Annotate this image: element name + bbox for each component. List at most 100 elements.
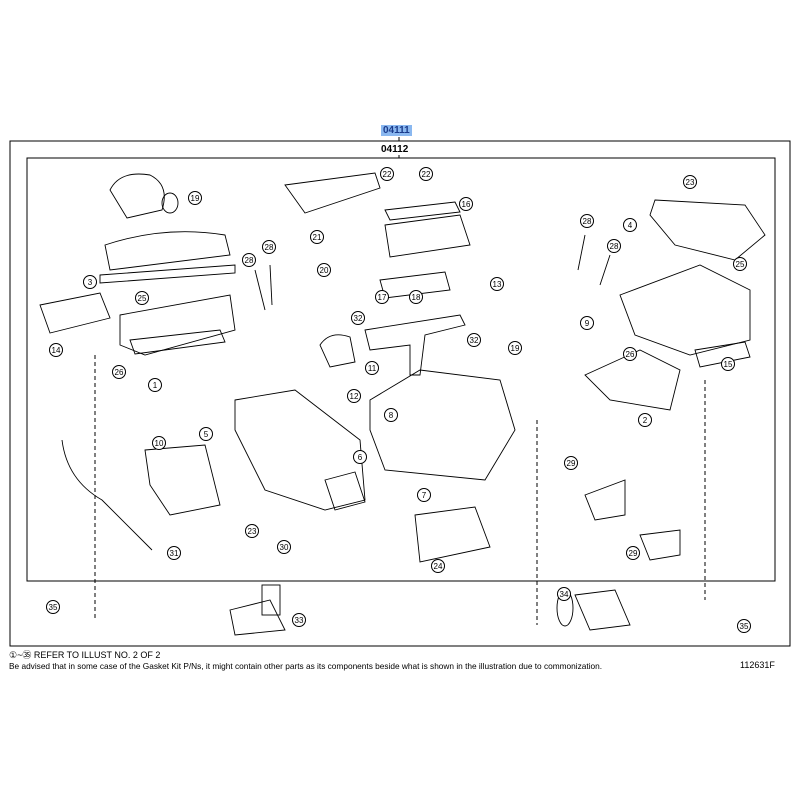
callout-28[interactable]: 28 bbox=[262, 240, 276, 254]
callout-17[interactable]: 17 bbox=[375, 290, 389, 304]
callout-2[interactable]: 2 bbox=[638, 413, 652, 427]
callout-18[interactable]: 18 bbox=[409, 290, 423, 304]
callout-24[interactable]: 24 bbox=[431, 559, 445, 573]
callout-32[interactable]: 32 bbox=[351, 311, 365, 325]
callout-16[interactable]: 16 bbox=[459, 197, 473, 211]
callout-1[interactable]: 1 bbox=[148, 378, 162, 392]
callout-33[interactable]: 33 bbox=[292, 613, 306, 627]
callout-number: 29 bbox=[567, 459, 576, 468]
callout-circle bbox=[242, 253, 256, 267]
callout-15[interactable]: 15 bbox=[721, 357, 735, 371]
callout-number: 7 bbox=[422, 491, 427, 500]
callout-number: 35 bbox=[740, 622, 749, 631]
callout-7[interactable]: 7 bbox=[417, 488, 431, 502]
callout-28[interactable]: 28 bbox=[580, 214, 594, 228]
callout-number: 15 bbox=[724, 360, 733, 369]
callout-circle bbox=[580, 316, 594, 330]
callout-5[interactable]: 5 bbox=[199, 427, 213, 441]
callout-12[interactable]: 12 bbox=[347, 389, 361, 403]
callout-25[interactable]: 25 bbox=[733, 257, 747, 271]
sub-kit-part-number[interactable]: 04112 bbox=[381, 144, 409, 155]
callout-20[interactable]: 20 bbox=[317, 263, 331, 277]
callout-28[interactable]: 28 bbox=[242, 253, 256, 267]
callout-32[interactable]: 32 bbox=[467, 333, 481, 347]
callout-31[interactable]: 31 bbox=[167, 546, 181, 560]
callout-30[interactable]: 30 bbox=[277, 540, 291, 554]
callout-29[interactable]: 29 bbox=[626, 546, 640, 560]
callout-circle bbox=[245, 524, 259, 538]
callout-number: 10 bbox=[155, 439, 164, 448]
callout-34[interactable]: 34 bbox=[557, 587, 571, 601]
callout-number: 28 bbox=[265, 243, 274, 252]
callout-circle bbox=[508, 341, 522, 355]
callout-circle bbox=[683, 175, 697, 189]
callout-35[interactable]: 35 bbox=[46, 600, 60, 614]
callout-number: 19 bbox=[511, 344, 520, 353]
callout-circle bbox=[292, 613, 306, 627]
callout-number: 9 bbox=[585, 319, 590, 328]
callout-number: 12 bbox=[350, 392, 359, 401]
callout-circle bbox=[167, 546, 181, 560]
callout-circle bbox=[365, 361, 379, 375]
callout-number: 26 bbox=[115, 368, 124, 377]
callout-21[interactable]: 21 bbox=[310, 230, 324, 244]
callout-19[interactable]: 19 bbox=[188, 191, 202, 205]
callout-circle bbox=[417, 488, 431, 502]
callout-number: 33 bbox=[295, 616, 304, 625]
callout-22[interactable]: 22 bbox=[380, 167, 394, 181]
callout-9[interactable]: 9 bbox=[580, 316, 594, 330]
callout-14[interactable]: 14 bbox=[49, 343, 63, 357]
kit-part-number[interactable]: 04111 bbox=[381, 125, 412, 136]
callout-number: 2 bbox=[643, 416, 648, 425]
callout-circle bbox=[135, 291, 149, 305]
callout-number: 29 bbox=[629, 549, 638, 558]
callout-number: 22 bbox=[422, 170, 431, 179]
callout-number: 26 bbox=[626, 350, 635, 359]
callout-35[interactable]: 35 bbox=[737, 619, 751, 633]
callout-4[interactable]: 4 bbox=[623, 218, 637, 232]
callout-22[interactable]: 22 bbox=[419, 167, 433, 181]
callout-circle bbox=[737, 619, 751, 633]
callout-circle bbox=[188, 191, 202, 205]
outer-frame bbox=[9, 140, 791, 647]
callout-circle bbox=[721, 357, 735, 371]
callout-number: 34 bbox=[560, 590, 569, 599]
callout-number: 32 bbox=[470, 336, 479, 345]
callout-circle bbox=[431, 559, 445, 573]
callout-number: 21 bbox=[313, 233, 322, 242]
callout-circle bbox=[277, 540, 291, 554]
callout-circle bbox=[626, 546, 640, 560]
callout-circle bbox=[199, 427, 213, 441]
callout-number: 3 bbox=[88, 278, 93, 287]
callout-8[interactable]: 8 bbox=[384, 408, 398, 422]
callout-28[interactable]: 28 bbox=[607, 239, 621, 253]
callout-11[interactable]: 11 bbox=[365, 361, 379, 375]
callout-29[interactable]: 29 bbox=[564, 456, 578, 470]
callout-26[interactable]: 26 bbox=[112, 365, 126, 379]
callout-circle bbox=[46, 600, 60, 614]
callout-19[interactable]: 19 bbox=[508, 341, 522, 355]
callout-circle bbox=[467, 333, 481, 347]
callout-13[interactable]: 13 bbox=[490, 277, 504, 291]
callout-23[interactable]: 23 bbox=[245, 524, 259, 538]
callout-circle bbox=[152, 436, 166, 450]
callout-10[interactable]: 10 bbox=[152, 436, 166, 450]
callout-number: 22 bbox=[383, 170, 392, 179]
callout-number: 32 bbox=[354, 314, 363, 323]
callout-number: 17 bbox=[378, 293, 387, 302]
callout-6[interactable]: 6 bbox=[353, 450, 367, 464]
callout-3[interactable]: 3 bbox=[83, 275, 97, 289]
callout-number: 31 bbox=[170, 549, 179, 558]
callout-26[interactable]: 26 bbox=[623, 347, 637, 361]
callout-number: 14 bbox=[52, 346, 61, 355]
callout-number: 28 bbox=[583, 217, 592, 226]
callout-circle bbox=[310, 230, 324, 244]
callout-25[interactable]: 25 bbox=[135, 291, 149, 305]
callout-circle bbox=[384, 408, 398, 422]
callout-number: 28 bbox=[245, 256, 254, 265]
callout-23[interactable]: 23 bbox=[683, 175, 697, 189]
callout-circle bbox=[459, 197, 473, 211]
callout-number: 23 bbox=[686, 178, 695, 187]
figure-id: 112631F bbox=[740, 660, 775, 670]
